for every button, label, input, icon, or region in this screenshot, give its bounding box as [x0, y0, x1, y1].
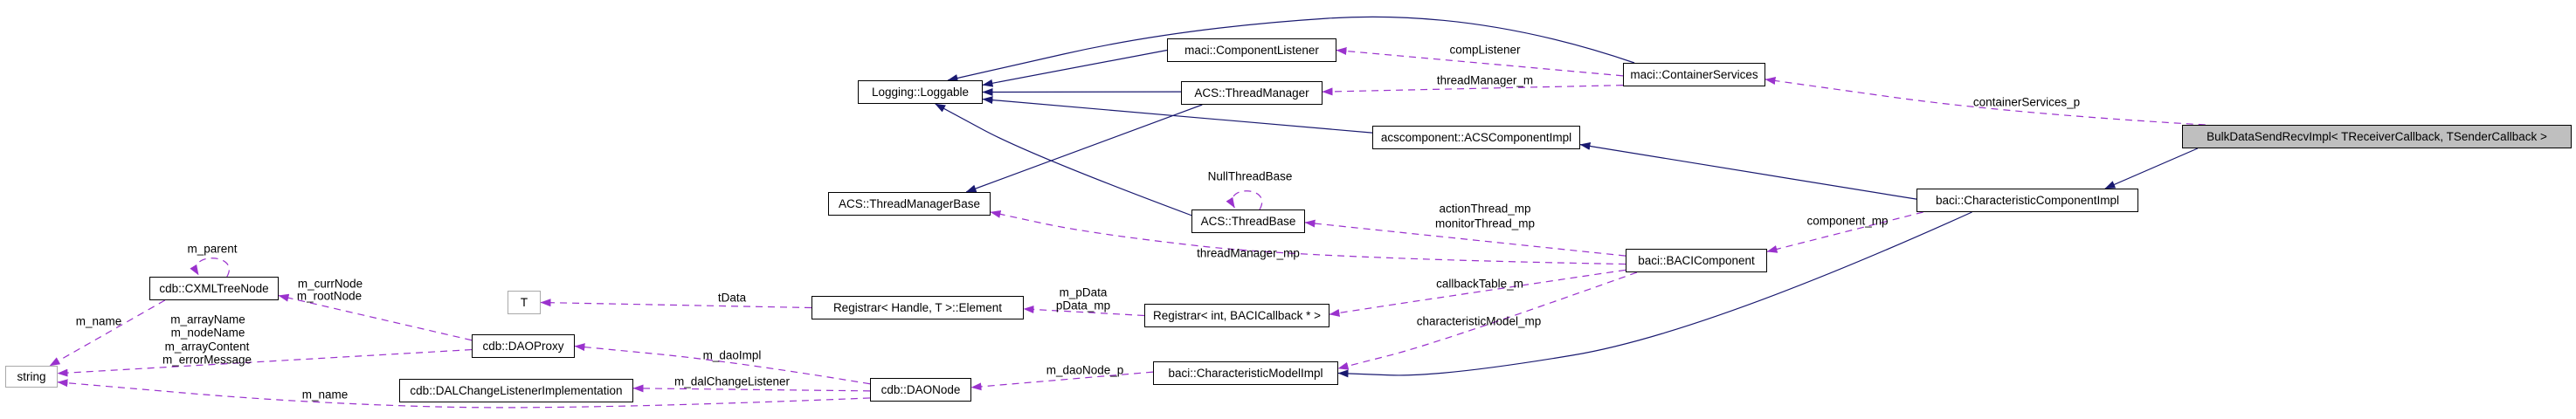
edge-label-nullthreadbase: NullThreadBase: [1207, 169, 1293, 183]
edge-e4-inheritance: [982, 96, 1373, 134]
edge-e8-inheritance: [2104, 148, 2199, 189]
edge-u14-usage: [49, 299, 166, 367]
edge-u13-usage: [278, 293, 473, 341]
edge-u19-usage: [970, 371, 1154, 391]
class-node-t: T: [508, 291, 541, 314]
edge-u18-usage: [632, 384, 871, 393]
edge-label-characteristicmodel-mp: characteristicModel_mp: [1416, 314, 1542, 328]
edge-u7-usage: [1766, 211, 1923, 253]
class-node-cxml-tree-node[interactable]: cdb::CXMLTreeNode: [149, 277, 279, 300]
edge-label-threadmanager-mp: threadManager_mp: [1197, 246, 1300, 260]
edge-e5-inheritance: [947, 16, 1635, 82]
class-node-registrar-int[interactable]: Registrar< int, BACICallback * >: [1144, 304, 1329, 327]
edge-u2-usage: [1322, 85, 1624, 96]
class-node-bulk-data-send-recv-impl: BulkDataSendRecvImpl< TReceiverCallback,…: [2182, 125, 2572, 148]
edge-e1-inheritance: [982, 49, 1168, 87]
edge-u8-usage: [1329, 269, 1626, 317]
edge-u15-usage: [57, 348, 473, 377]
edge-label-m-nodename: m_nodeName: [170, 326, 245, 340]
class-node-baci-component[interactable]: baci::BACIComponent: [1626, 249, 1767, 272]
class-node-loggable[interactable]: Logging::Loggable: [858, 80, 983, 104]
class-node-dal-change-listener[interactable]: cdb::DALChangeListenerImplementation: [399, 379, 633, 402]
class-node-acs-component-impl[interactable]: acscomponent::ACSComponentImpl: [1372, 126, 1580, 149]
class-node-characteristic-component-impl[interactable]: baci::CharacteristicComponentImpl: [1916, 189, 2138, 212]
edge-u4-usage: [1226, 190, 1263, 210]
edge-u9-usage: [1337, 271, 1638, 370]
edge-label-m-daoimpl: m_daoImpl: [702, 348, 762, 362]
edge-label-monitorthread-mp: monitorThread_mp: [1434, 216, 1536, 230]
edge-e7-inheritance: [1579, 142, 1917, 200]
edge-label-m-parent: m_parent: [187, 242, 238, 256]
edge-u3-usage: [1765, 77, 2206, 126]
edge-label-threadmanager-m: threadManager_m: [1436, 73, 1534, 87]
edge-e3-inheritance: [935, 103, 1192, 216]
edge-label-complistener: compListener: [1449, 43, 1521, 57]
edge-label-pdata-mp: pData_mp: [1055, 299, 1111, 313]
edge-label-m-pdata: m_pData: [1059, 285, 1108, 299]
edge-label-m-arraycontent: m_arrayContent: [164, 340, 250, 354]
edge-u12-usage: [190, 258, 230, 278]
edge-label-m-currnode: m_currNode: [297, 277, 363, 291]
class-node-dao-node[interactable]: cdb::DAONode: [870, 378, 971, 402]
edge-label-callbacktable-m: callbackTable_m: [1436, 277, 1523, 291]
edge-label-m-arrayname: m_arrayName: [170, 313, 245, 326]
edge-label-m-errormessage: m_errorMessage: [162, 353, 252, 367]
edge-u10-usage: [1023, 305, 1145, 317]
class-node-container-services[interactable]: maci::ContainerServices: [1623, 63, 1765, 86]
class-node-dao-proxy[interactable]: cdb::DAOProxy: [472, 334, 575, 358]
edge-label-actionthread-mp: actionThread_mp: [1439, 202, 1531, 216]
edge-label-m-name: m_name: [75, 314, 122, 328]
class-node-characteristic-model-impl[interactable]: baci::CharacteristicModelImpl: [1153, 361, 1338, 385]
edge-label-containerservices-p: containerServices_p: [1972, 95, 2081, 109]
edge-label-m-name: m_name: [301, 388, 349, 402]
class-node-thread-base[interactable]: ACS::ThreadBase: [1191, 210, 1305, 233]
edge-label-tdata: tData: [717, 291, 747, 305]
edge-label-m-daonode-p: m_daoNode_p: [1046, 363, 1124, 377]
edge-e6-inheritance: [965, 104, 1203, 193]
class-node-string: string: [5, 366, 58, 388]
edge-u11-usage: [540, 299, 812, 309]
class-node-registrar-element[interactable]: Registrar< Handle, T >::Element: [811, 296, 1024, 319]
edge-label-m-rootnode: m_rootNode: [296, 289, 363, 303]
class-node-component-listener[interactable]: maci::ComponentListener: [1167, 38, 1336, 62]
edge-e9-inheritance: [1337, 211, 1972, 378]
class-node-thread-manager[interactable]: ACS::ThreadManager: [1181, 81, 1323, 105]
edge-label-m-dalchangelistener: m_dalChangeListener: [673, 374, 791, 388]
class-node-thread-manager-base[interactable]: ACS::ThreadManagerBase: [828, 192, 991, 216]
edge-u16-usage: [57, 379, 871, 409]
edge-label-component-mp: component_mp: [1806, 214, 1889, 228]
edge-u6-usage: [990, 210, 1626, 265]
edge-u5-usage: [1304, 219, 1626, 257]
